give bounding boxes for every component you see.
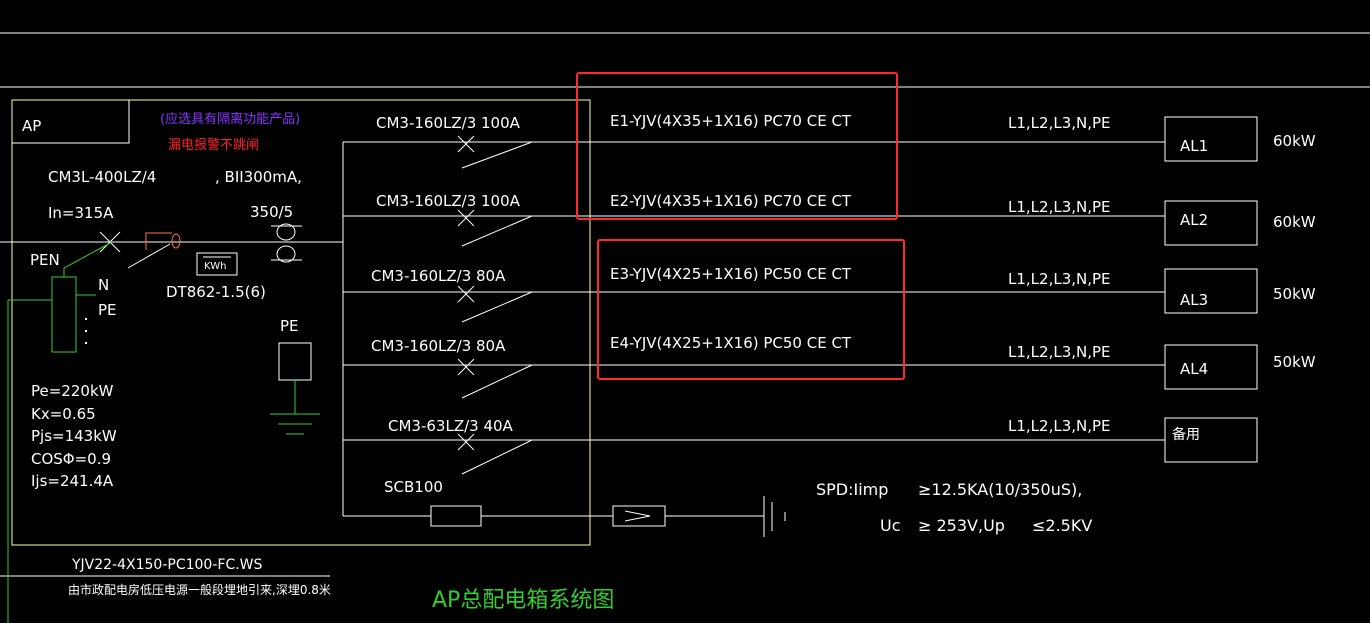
pen-terminal-block [51, 276, 77, 353]
spd-uc-label: Uc [880, 516, 901, 535]
branch-3-phases: L1,L2,L3,N,PE [1008, 270, 1111, 288]
box-al3-label: AL3 [1180, 291, 1209, 309]
box-al3-frame [1164, 268, 1258, 314]
neutral-label: N [98, 276, 110, 294]
spd-up-value: ≤2.5KV [1032, 516, 1093, 535]
note-leakage-alarm: 漏电报警不跳闸 [168, 138, 260, 153]
branch-4-breaker: CM3-160LZ/3 80A [371, 337, 506, 355]
box-al1-frame [1164, 116, 1258, 162]
calc-kx: Kx=0.65 [31, 405, 96, 423]
main-breaker-model: CM3L-400LZ/4 [48, 168, 157, 186]
incoming-cable-spec: YJV22-4X150-PC100-FC.WS [72, 557, 263, 573]
leakage-sensor-lead [145, 232, 172, 250]
branch-5-breaker: CM3-63LZ/3 40A [388, 417, 513, 435]
branch-2-cable: E2-YJV(4X35+1X16) PC70 CE CT [610, 192, 852, 210]
box-spare-frame [1164, 417, 1258, 463]
spd-iimp-value: ≥12.5KA(10/350uS), [918, 480, 1083, 499]
branch-2-breaker: CM3-160LZ/3 100A [376, 192, 520, 210]
rated-current: In=315A [48, 204, 114, 222]
panel-enclosure [11, 99, 591, 546]
calc-pjs: Pjs=143kW [31, 427, 117, 445]
branch-4-cable: E4-YJV(4X25+1X16) PC50 CE CT [610, 334, 852, 352]
panel-label: AP [22, 117, 42, 135]
branch-1-cable: E1-YJV(4X35+1X16) PC70 CE CT [610, 112, 852, 130]
calc-ijs: Ijs=241.4A [31, 472, 114, 490]
pe-box-label: PE [280, 317, 299, 335]
spd-iimp-label: SPD:Iimp [816, 480, 889, 499]
kwh-meter-label: KWh [204, 261, 227, 272]
panel-label-box [12, 100, 130, 144]
box-al4-power: 50kW [1273, 353, 1316, 371]
main-breaker-extra: , BII300mA, [215, 168, 302, 186]
branch-4-phases: L1,L2,L3,N,PE [1008, 343, 1111, 361]
main-breaker-contact [127, 243, 171, 269]
note-isolation: (应选具有隔离功能产品) [160, 112, 301, 127]
leakage-sensor-coil [171, 233, 181, 249]
box-al3-power: 50kW [1273, 285, 1316, 303]
ct-coil-b [276, 245, 296, 263]
ct-ratio: 350/5 [250, 203, 294, 221]
spd-breaker: SCB100 [384, 478, 443, 496]
main-breaker-cross-b [99, 231, 121, 253]
pen-to-neutral [63, 241, 113, 277]
branch-circuit-4 [343, 358, 1165, 399]
highlight-box-e3-e4 [597, 239, 905, 380]
meter-model: DT862-1.5(6) [166, 283, 266, 301]
branch-circuit-2 [343, 209, 1165, 247]
incoming-source-note: 由市政配电房低压电源一般段埋地引来,深埋0.8米 [68, 583, 331, 597]
box-al2-label: AL2 [1180, 211, 1209, 229]
box-al4-frame [1164, 344, 1258, 390]
box-spare-label: 备用 [1172, 427, 1200, 443]
box-al4-label: AL4 [1180, 360, 1209, 378]
calc-pe: Pe=220kW [31, 382, 114, 400]
spd-branch [343, 496, 786, 537]
branch-3-cable: E3-YJV(4X25+1X16) PC50 CE CT [610, 265, 852, 283]
branch-circuit-3 [343, 285, 1165, 323]
branch-2-phases: L1,L2,L3,N,PE [1008, 198, 1111, 216]
calc-cos: COSΦ=0.9 [31, 450, 112, 468]
box-al2-power: 60kW [1273, 213, 1316, 231]
box-al2-frame [1164, 200, 1258, 246]
branch-circuit-5 [343, 433, 1165, 475]
box-al1-power: 60kW [1273, 132, 1316, 150]
pe-ground-box [278, 342, 312, 381]
branch-3-breaker: CM3-160LZ/3 80A [371, 267, 506, 285]
spd-uc-value: ≥ 253V,Up [918, 516, 1005, 535]
branch-circuit-1 [343, 135, 1165, 169]
branch-1-breaker: CM3-160LZ/3 100A [376, 114, 520, 132]
pe-terminal-label: PE [98, 301, 117, 319]
pen-label: PEN [30, 251, 60, 269]
kwh-meter-box [196, 252, 238, 276]
branch-5-phases: L1,L2,L3,N,PE [1008, 417, 1111, 435]
highlight-box-e1-e2 [576, 72, 898, 220]
diagram-title: AP总配电箱系统图 [432, 588, 615, 613]
box-al1-label: AL1 [1180, 137, 1209, 155]
ct-coil-a [276, 223, 296, 241]
branch-1-phases: L1,L2,L3,N,PE [1008, 114, 1111, 132]
